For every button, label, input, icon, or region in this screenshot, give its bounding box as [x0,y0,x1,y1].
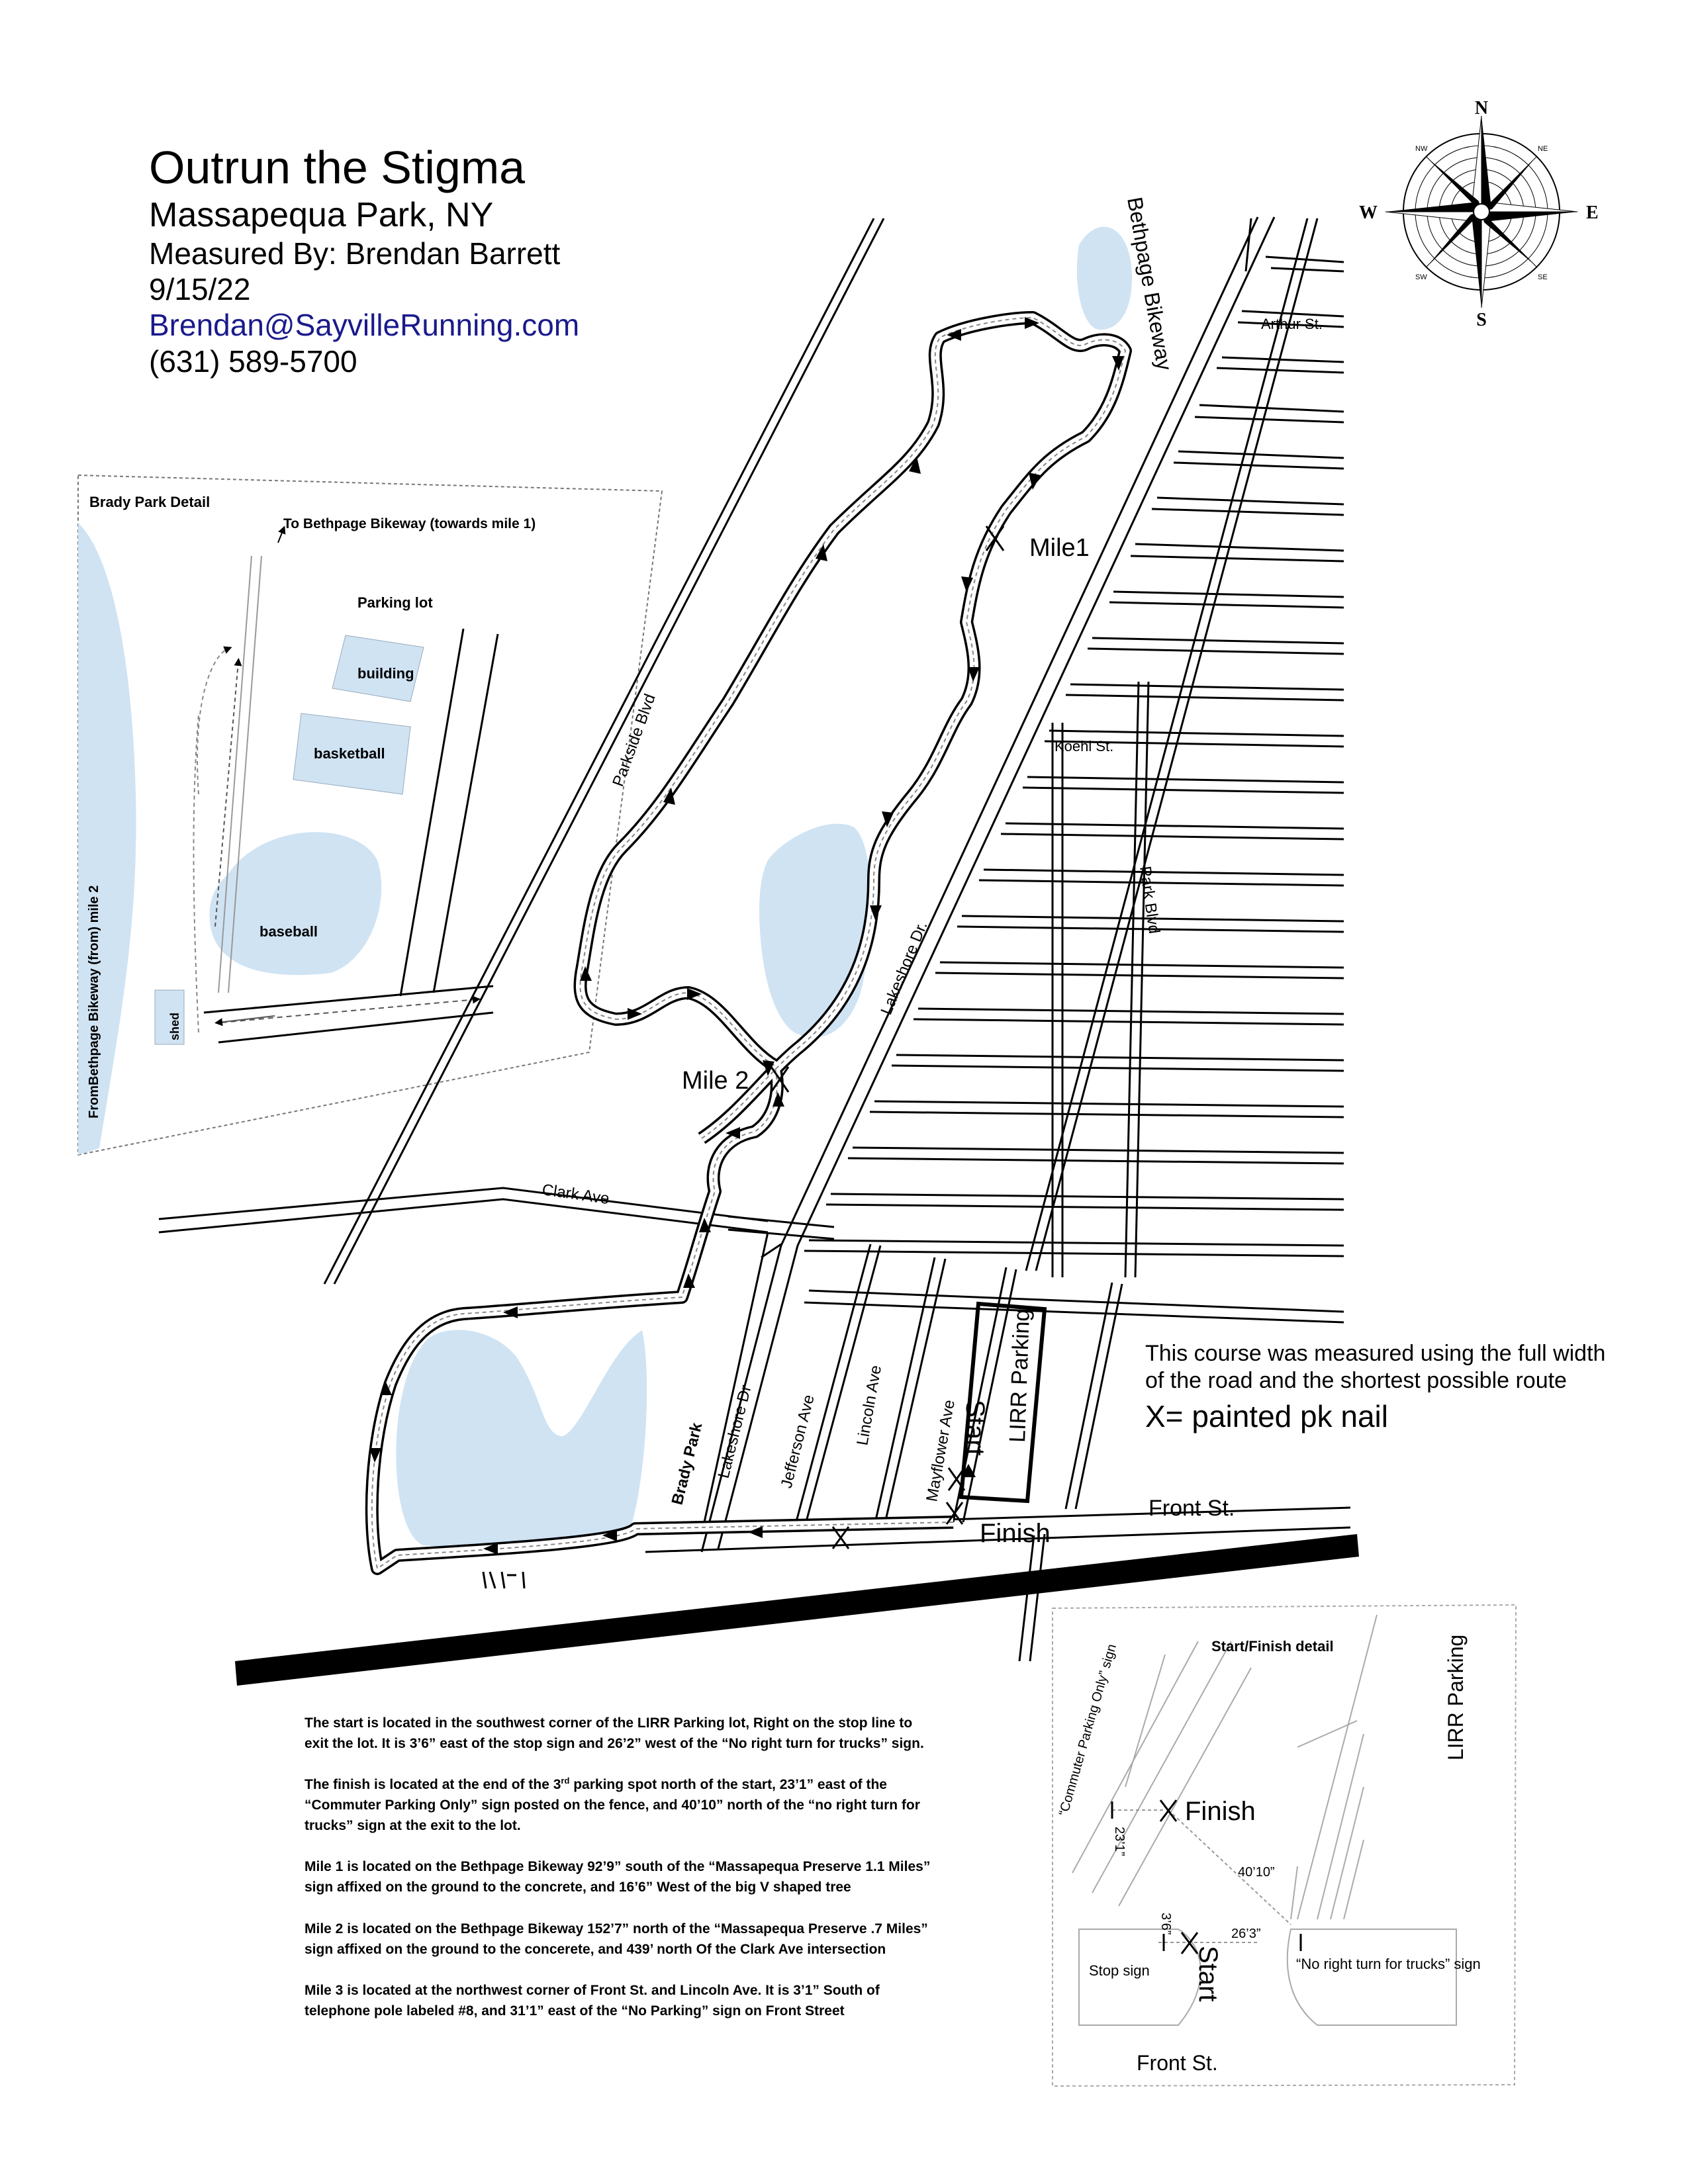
building-label: building [357,665,414,682]
mile1-label: Mile1 [1029,534,1090,562]
start-finish-detail: Start/Finish detail LIRR Parking “Commut… [1052,1604,1517,2087]
finish-label: Finish [980,1519,1051,1548]
compass-sw: SW [1415,273,1427,281]
to-bikeway-label: To Bethpage Bikeway (towards mile 1) [283,516,536,531]
mile3-x [831,1526,850,1549]
sf-start-label: Start [1194,1946,1223,2001]
pond-south [396,1330,647,1549]
baseball-shape [209,832,382,976]
finish-x [945,1502,964,1525]
finish-desc-b: parking spot north of the start, 23’1” e… [305,1777,920,1834]
mile2-label: Mile 2 [682,1067,749,1095]
brady-park-detail: Brady Park Detail To Bethpage Bikeway (t… [77,474,663,1156]
clark-label: Clark Ave [541,1181,610,1208]
parking-lot-label: Parking lot [357,594,433,611]
detail-frame [77,474,663,1156]
mile3-cluster [482,1571,526,1589]
front-st-label: Front St. [1149,1496,1235,1521]
sf-lirr-label: LIRR Parking [1444,1635,1468,1760]
compass-s: S [1476,310,1487,330]
lirr-lot [959,1301,1047,1504]
title-block: Outrun the Stigma Massapequa Park, NY Me… [149,140,579,379]
finish-desc-a: The finish is located at the end of the … [305,1777,561,1793]
mayflower-label: Mayflower Ave [923,1398,959,1503]
start-label: Start [961,1400,990,1455]
measured-by: Measured By: Brendan Barrett [149,236,561,271]
marker-descriptions: The start is located in the southwest co… [305,1713,940,2042]
jefferson-label: Jefferson Ave [778,1393,818,1490]
sf-23-label: 23’1” [1112,1827,1127,1856]
shed-shape [154,989,185,1045]
detail-pond [78,523,136,1155]
street-grid [158,216,1351,1662]
lakeshore-upper-label: Lakeshore Dr. [878,919,931,1018]
lincoln-label: Lincoln Ave [853,1364,885,1447]
sf-stop-label: Stop sign [1089,1962,1150,1979]
building-shape [332,635,424,702]
basketball-label: basketball [314,745,385,762]
sf-commuter-label: “Commuter Parking Only” sign [1056,1643,1119,1818]
brady-park-label: Brady Park [669,1420,706,1506]
start-x [947,1467,966,1491]
note-legend: X= painted pk nail [1145,1398,1388,1433]
note-line: This course was measured using the full … [1145,1341,1606,1394]
finish-desc-sup: rd [561,1776,570,1786]
shed-label: shed [168,1013,181,1040]
compass-e: E [1586,203,1599,223]
detail-title: Brady Park Detail [89,494,210,510]
from-bikeway-text: FromBethpage Bikeway (from) mile 2 [87,886,101,1118]
start-arrow [961,1464,976,1477]
measure-date: 9/15/22 [149,272,251,307]
compass-se: SE [1538,273,1548,281]
pond-north [1076,226,1132,330]
pond-middle [759,823,871,1038]
basketball-shape [293,713,411,795]
sf-3-label: 3’6” [1158,1913,1173,1934]
rail-line [235,1534,1359,1686]
marker-labels: Mile1 Mile 2 Start Finish [682,534,1090,1548]
start-description: The start is located in the southwest co… [305,1715,924,1752]
compass-w: W [1359,203,1378,223]
compass-n: N [1475,98,1488,118]
contact-phone: (631) 589-5700 [149,343,357,379]
mile2-x [770,1066,790,1093]
sf-40-label: 40’10” [1238,1865,1275,1880]
finish-description: The finish is located at the end of the … [305,1774,940,1836]
ponds [396,226,1132,1549]
sf-title: Start/Finish detail [1211,1638,1334,1655]
from-bikeway-label: FromBethpage Bikeway (from) mile 2 [87,886,101,1118]
compass-ne: NE [1538,145,1548,153]
sf-front-label: Front St. [1137,2051,1218,2075]
map-title: Outrun the Stigma [149,142,526,193]
park-blvd-label: Park Blvd [1136,865,1163,934]
sf-noright-label: “No right turn for trucks” sign [1296,1956,1481,1972]
mile1-x [985,525,1005,551]
arthur-label: Arthur St. [1261,316,1323,332]
lirr-label: LIRR Parking [1005,1308,1035,1443]
mile1-description: Mile 1 is located on the Bethpage Bikewa… [305,1859,931,1895]
sf-finish-label: Finish [1185,1797,1256,1826]
contact-email[interactable]: Brendan@SayvilleRunning.com [149,308,580,343]
koehl-label: Koehl St. [1055,738,1113,754]
measurement-note: This course was measured using the full … [1145,1340,1609,1435]
course-route [365,311,1132,1575]
baseball-label: baseball [259,923,318,940]
compass-nw: NW [1415,145,1428,153]
sf-26-label: 26’3” [1231,1927,1260,1941]
map-location: Massapequa Park, NY [149,195,494,234]
mile2-description: Mile 2 is located on the Bethpage Bikewa… [305,1921,928,1957]
course-markers [482,525,1005,1589]
compass-rose: N S E W NW NE SW SE [1359,98,1599,330]
mile3-description: Mile 3 is located at the northwest corne… [305,1982,880,2019]
